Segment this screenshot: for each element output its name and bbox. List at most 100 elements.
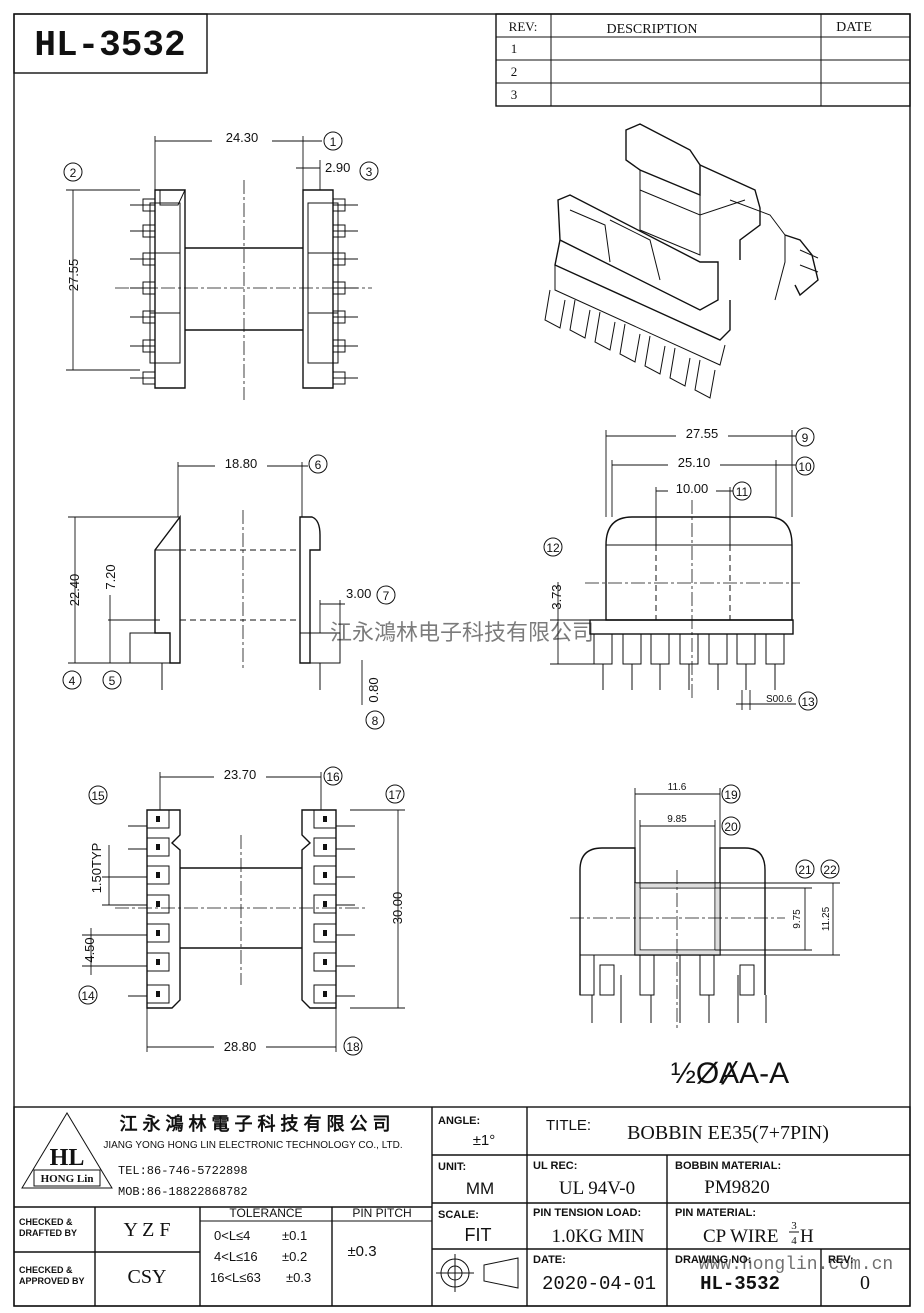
callout-10: 10: [798, 460, 812, 474]
callout-14: 14: [81, 989, 95, 1003]
part-number: HL-3532: [34, 25, 185, 66]
side-dim-core: 10.00: [676, 481, 709, 496]
company-name-cn: 江 永 鴻 林 電 子 科 技 有 限 公 司: [119, 1113, 390, 1134]
bottom-dim-pin-span: 4.50: [82, 937, 97, 962]
drawing-no-value: HL-3532: [700, 1273, 780, 1295]
front-dim-height: 22.40: [67, 574, 82, 607]
tolerance-value-1: ±0.1: [282, 1228, 307, 1243]
callout-3: 3: [366, 165, 373, 179]
ul-value: UL 94V-0: [559, 1178, 635, 1199]
description-header: DESCRIPTION: [606, 22, 697, 37]
company-tel: TEL:86-746-5722898: [118, 1164, 248, 1178]
callout-5: 5: [109, 674, 116, 688]
side-dim-overall: 27.55: [686, 426, 719, 441]
tension-value: 1.0KG MIN: [552, 1226, 645, 1247]
unit-label: UNIT:: [438, 1161, 466, 1173]
rev-row-3: 3: [511, 87, 518, 102]
side-dim-offset: 3.73: [549, 584, 564, 609]
checked-drafted-label-1: CHECKED &: [19, 1217, 73, 1227]
section-dim-outer: 11.6: [668, 782, 687, 793]
tolerance-range-2: 4<L≤16: [214, 1249, 258, 1264]
top-dim-width: 24.30: [226, 130, 259, 145]
bottom-dim-height: 30.00: [390, 892, 405, 925]
side-dim-inner: 25.10: [678, 455, 711, 470]
tolerance-value-3: ±0.3: [286, 1270, 311, 1285]
angle-value: ±1°: [473, 1132, 496, 1149]
callout-19: 19: [724, 788, 738, 802]
checked-drafted-label-2: DRAFTED BY: [19, 1228, 77, 1238]
callout-20: 20: [724, 820, 738, 834]
bottom-dim-bottom: 28.80: [224, 1039, 257, 1054]
bottom-view: 23.70 28.80 30.00 1.50TYP 4.50 14 15 16 …: [78, 766, 405, 1056]
company-logo: HL HONG Lin: [21, 1112, 113, 1189]
section-dim-inner: 9.85: [667, 814, 687, 825]
rev-row-1: 1: [511, 41, 518, 56]
side-dim-pin-square: S00.6: [766, 694, 793, 705]
front-dim-pin-dia: 0.80: [366, 677, 381, 702]
scale-value: FIT: [465, 1225, 492, 1245]
side-view: 27.55 25.10 10.00 3.73 S00.6 9 10 11 12 …: [543, 426, 818, 711]
tolerance-range-3: 16<L≤63: [210, 1270, 261, 1285]
unit-value: MM: [466, 1179, 494, 1198]
scale-label: SCALE:: [438, 1209, 479, 1221]
sheet-border: [13, 13, 911, 1307]
callout-6: 6: [315, 458, 322, 472]
part-number-box: HL-3532: [13, 13, 208, 74]
angle-label: ANGLE:: [438, 1115, 480, 1127]
checked-drafted-value: Y Z F: [123, 1219, 170, 1241]
drawing-no-label: DRAWING NO:: [675, 1254, 751, 1266]
material-label: BOBBIN MATERIAL:: [675, 1160, 781, 1172]
section-view: 11.6 9.85 9.75 11.25 19 20 21 22 ½ØȺA-A: [570, 782, 840, 1090]
rev-label: REV:: [828, 1254, 854, 1266]
isometric-view: [544, 123, 819, 399]
callout-13: 13: [801, 695, 815, 709]
callout-22: 22: [823, 863, 837, 877]
company-name-en: JIANG YONG HONG LIN ELECTRONIC TECHNOLOG…: [103, 1140, 402, 1151]
pin-pitch-label: PIN PITCH: [352, 1206, 411, 1220]
projection-symbol-icon: [436, 1254, 519, 1292]
checked-approved-label-2: APPROVED BY: [19, 1276, 85, 1286]
callout-1: 1: [330, 135, 337, 149]
revision-table: REV: DESCRIPTION DATE 1 2 3: [495, 13, 911, 107]
watermark-center: 江永鴻林电子科技有限公司: [330, 620, 594, 645]
tolerance-value-2: ±0.2: [282, 1249, 307, 1264]
company-mob: MOB:86-18822868782: [118, 1185, 248, 1199]
pin-material-frac-num: 3: [791, 1220, 797, 1232]
callout-8: 8: [372, 714, 379, 728]
front-dim-pin-setback: 3.00: [346, 586, 371, 601]
date-value: 2020-04-01: [542, 1273, 656, 1295]
callout-9: 9: [802, 431, 809, 445]
callout-7: 7: [383, 589, 390, 603]
title-block: HL HONG Lin 江 永 鴻 林 電 子 科 技 有 限 公 司 JIAN…: [13, 1106, 911, 1307]
watermark-corner: www.honglin.com.cn: [699, 1255, 893, 1275]
title-value: BOBBIN EE35(7+7PIN): [627, 1122, 829, 1144]
pin-material-frac-den: 4: [791, 1235, 797, 1247]
title-label: TITLE:: [546, 1117, 591, 1134]
callout-17: 17: [388, 788, 402, 802]
pin-material-suffix: H: [800, 1226, 814, 1247]
rev-value: 0: [860, 1272, 870, 1294]
material-value: PM9820: [704, 1177, 769, 1198]
callout-4: 4: [69, 674, 76, 688]
rev-header: REV:: [509, 19, 538, 34]
callout-2: 2: [70, 166, 77, 180]
date-label: DATE:: [533, 1254, 566, 1266]
pin-pitch-value: ±0.3: [347, 1243, 376, 1260]
tolerance-label: TOLERANCE: [229, 1206, 302, 1220]
date-header: DATE: [836, 20, 872, 35]
callout-16: 16: [326, 770, 340, 784]
checked-approved-label-1: CHECKED &: [19, 1265, 73, 1275]
top-dim-height: 27.55: [66, 259, 81, 292]
ul-label: UL REC:: [533, 1160, 577, 1172]
section-dim-inner-h: 9.75: [792, 909, 803, 929]
front-dim-flange: 7.20: [103, 564, 118, 589]
rev-row-2: 2: [511, 64, 518, 79]
logo-sub: HONG Lin: [41, 1173, 94, 1185]
front-dim-width: 18.80: [225, 456, 258, 471]
callout-21: 21: [798, 863, 812, 877]
top-dim-pin-offset: 2.90: [325, 160, 350, 175]
callout-12: 12: [546, 541, 560, 555]
section-dim-outer-h: 11.25: [821, 906, 832, 931]
top-view: 24.30 2.90 27.55 1 2 3: [63, 130, 379, 400]
